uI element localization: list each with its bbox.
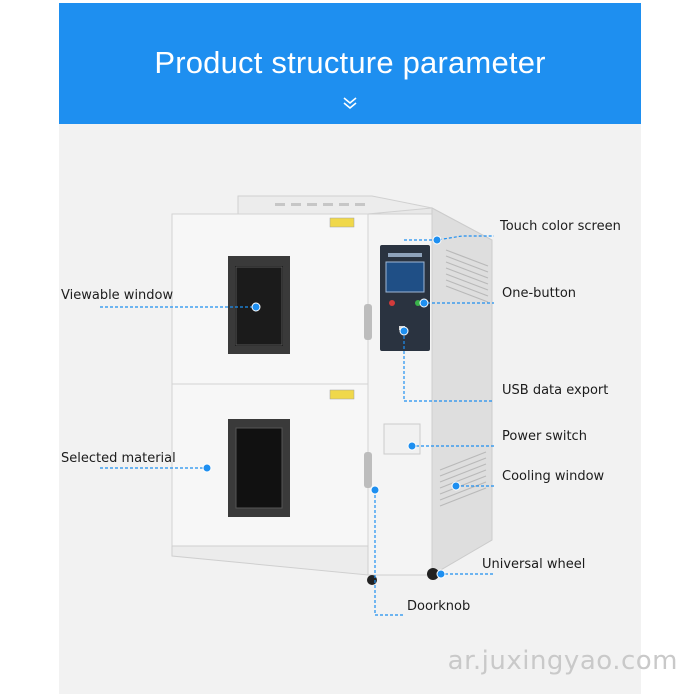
callout-doorknob: Doorknob [407, 599, 471, 614]
upper-chamber [171, 213, 372, 385]
callout-power-switch: Power switch [502, 429, 587, 444]
control-panel [367, 213, 433, 576]
callout-viewable-window: Viewable window [61, 288, 174, 303]
watermark: ar.juxingyao.com [447, 646, 678, 676]
header-banner: Product structure parameter [59, 3, 641, 124]
callout-dots [202, 235, 461, 579]
callout-lines [100, 235, 494, 616]
callout-cooling-window: Cooling window [502, 469, 605, 484]
page-title: Product structure parameter [154, 45, 546, 80]
lower-chamber [171, 383, 372, 547]
base [171, 545, 439, 585]
callout-universal-wheel: Universal wheel [482, 557, 586, 572]
callout-selected-material: Selected material [61, 451, 176, 466]
callout-touch-color-screen: Touch color screen [500, 219, 621, 234]
callout-one-button: One-button [502, 286, 577, 301]
callout-usb-data-export: USB data export [502, 383, 609, 398]
chevron-down-icon [343, 97, 357, 110]
